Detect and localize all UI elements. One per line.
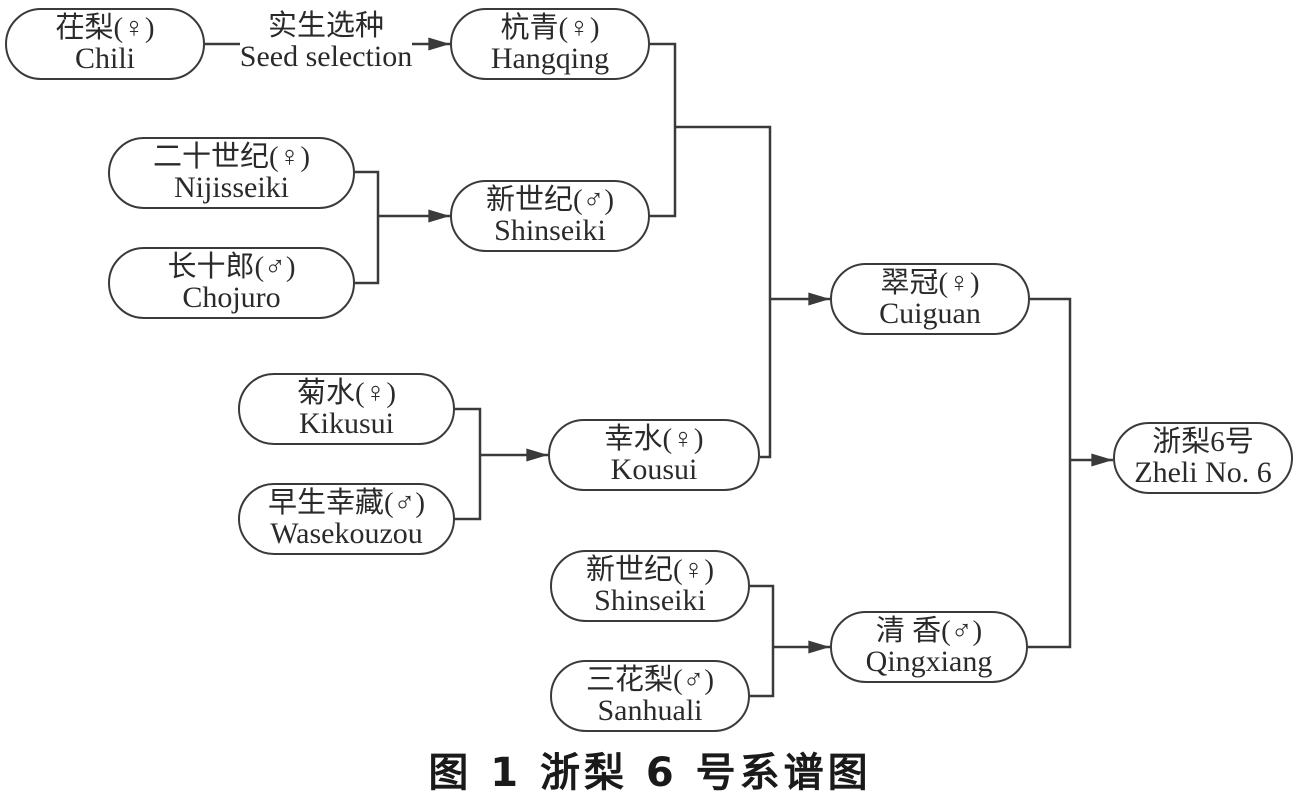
node-zheli6-en: Zheli No. 6 [1134, 456, 1272, 490]
node-chili-cn: 茌梨(♀) [55, 12, 155, 45]
node-wasekouzou-cn: 早生幸藏(♂) [267, 487, 426, 520]
node-wasekouzou: 早生幸藏(♂) Wasekouzou [238, 483, 455, 555]
edge-hangqing [650, 42, 677, 218]
node-qingxiang-cn: 清 香(♂) [875, 615, 983, 648]
node-hangqing-cn: 杭青(♀) [500, 12, 600, 45]
node-chili-en: Chili [74, 42, 135, 76]
node-zheli6: 浙梨6号 Zheli No. 6 [1113, 422, 1293, 494]
node-qingxiang: 清 香(♂) Qingxiang [830, 611, 1028, 683]
node-shinseiki-male-en: Shinseiki [494, 214, 606, 248]
node-chojuro: 长十郎(♂) Chojuro [108, 247, 355, 319]
connector-layer [205, 37, 1114, 698]
seed-selection-cn: 实生选种 [267, 10, 384, 42]
node-cuiguan-cn: 翠冠(♀) [880, 267, 980, 300]
node-shinseiki-female-cn: 新世纪(♀) [585, 554, 715, 587]
node-shinseiki-female-en: Shinseiki [594, 584, 706, 618]
seed-selection-en: Seed selection [239, 40, 413, 74]
node-kousui-cn: 幸水(♀) [604, 423, 704, 456]
node-hangqing: 杭青(♀) Hangqing [450, 8, 650, 80]
node-shinseiki-male-cn: 新世纪(♂) [485, 184, 615, 217]
node-kikusui-en: Kikusui [298, 407, 394, 441]
node-zheli6-cn: 浙梨6号 [1152, 426, 1254, 459]
node-sanhuali: 三花梨(♂) Sanhuali [550, 660, 750, 732]
node-chojuro-cn: 长十郎(♂) [167, 251, 296, 284]
node-sanhuali-cn: 三花梨(♂) [585, 664, 715, 697]
seed-selection-label: 实生选种 Seed selection [236, 11, 416, 73]
node-cuiguan: 翠冠(♀) Cuiguan [830, 263, 1030, 335]
node-qingxiang-en: Qingxiang [865, 645, 993, 679]
node-nijisseiki-cn: 二十世纪(♀) [152, 141, 311, 174]
edge-nijisseiki [355, 170, 380, 285]
node-chojuro-en: Chojuro [182, 281, 281, 315]
edge-kikusui [455, 407, 482, 521]
node-nijisseiki: 二十世纪(♀) Nijisseiki [108, 137, 355, 209]
node-kikusui-cn: 菊水(♀) [296, 377, 397, 410]
node-wasekouzou-en: Wasekouzou [270, 517, 423, 551]
node-hangqing-en: Hangqing [490, 42, 610, 76]
node-sanhuali-en: Sanhuali [597, 694, 703, 728]
node-nijisseiki-en: Nijisseiki [173, 171, 289, 205]
pedigree-diagram: 实生选种 Seed selection 茌梨(♀) Chili 杭青(♀) Ha… [5, 8, 1293, 796]
node-shinseiki-female: 新世纪(♀) Shinseiki [550, 550, 750, 622]
figure-caption: 图 1 浙梨 6 号系谱图 [428, 750, 872, 796]
node-chili: 茌梨(♀) Chili [5, 8, 205, 80]
node-kousui: 幸水(♀) Kousui [548, 419, 760, 491]
node-shinseiki-male: 新世纪(♂) Shinseiki [450, 180, 650, 252]
node-cuiguan-en: Cuiguan [879, 297, 981, 331]
edge-cuiguan [1028, 297, 1072, 649]
edge-shinseiki-f [750, 584, 775, 698]
node-kousui-en: Kousui [610, 453, 698, 487]
edge-hq-sm-join [675, 125, 772, 459]
node-kikusui: 菊水(♀) Kikusui [238, 373, 455, 445]
